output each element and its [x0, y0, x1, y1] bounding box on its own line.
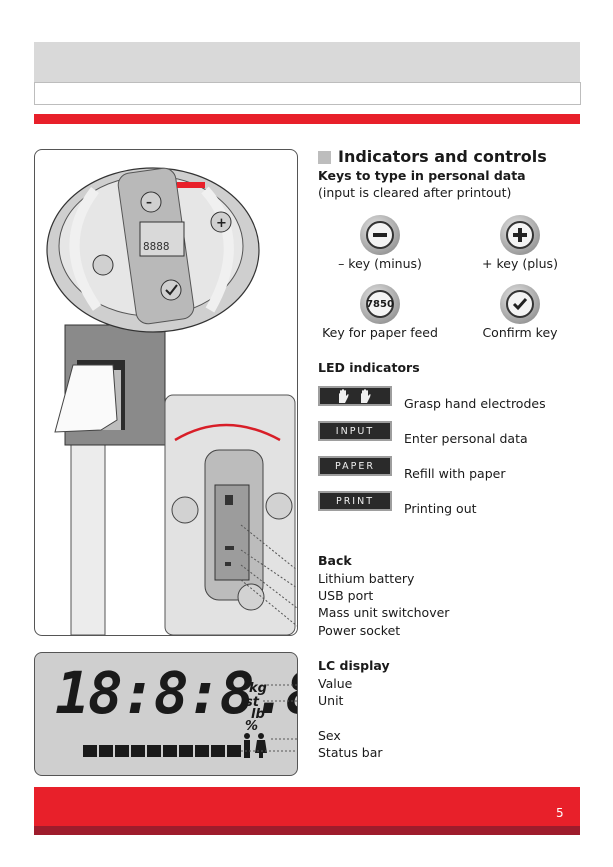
lcd-unit-st: st: [245, 695, 259, 710]
led-input-label: Enter personal data: [404, 431, 528, 446]
back-heading: Back: [318, 553, 352, 568]
led-print: PRINT: [318, 491, 392, 511]
plus-icon: [506, 221, 534, 249]
led-hands: [318, 386, 392, 406]
paper-feed-key[interactable]: 7850: [360, 284, 400, 324]
lcd-digits: 18:8:8.8: [55, 659, 298, 727]
plus-key[interactable]: [500, 215, 540, 255]
plus-key-label: + key (plus): [482, 256, 558, 271]
device-illustration: 8888 – +: [46, 167, 297, 635]
hand-electrodes-icon: [339, 389, 371, 403]
paper-feed-key-label: Key for paper feed: [322, 325, 438, 340]
page-number: 5: [556, 806, 564, 820]
keys-heading: Keys to type in personal data: [318, 168, 526, 183]
footer-dark-band: [34, 826, 580, 835]
lc-display-heading: LC display: [318, 658, 390, 673]
keys-note: (input is cleared after printout): [318, 185, 512, 200]
led-hands-label: Grasp hand electrodes: [404, 396, 546, 411]
led-heading: LED indicators: [318, 360, 420, 375]
lcd-graphics: [83, 684, 297, 758]
led-input: INPUT: [318, 421, 392, 441]
paper-feed-glyph: 7850: [366, 290, 394, 318]
confirm-key[interactable]: [500, 284, 540, 324]
led-print-label: Printing out: [404, 501, 477, 516]
header-red-stripe: [34, 114, 580, 124]
minus-icon: [366, 221, 394, 249]
lc-display-item: Status bar: [318, 745, 383, 760]
lc-display-panel: 18:8:8.8 kg st lb %: [34, 652, 298, 776]
minus-key-label: – key (minus): [338, 256, 422, 271]
lc-display-item: Value: [318, 676, 353, 691]
led-paper: PAPER: [318, 456, 392, 476]
device-illustration-panel: 8888 – +: [34, 149, 298, 636]
footer-red-band: [34, 787, 580, 826]
minus-key[interactable]: [360, 215, 400, 255]
lcd-unit-percent: %: [245, 719, 259, 734]
sex-icon: [244, 733, 267, 758]
svg-text:+: +: [216, 216, 227, 231]
lc-display-item: Sex: [318, 728, 341, 743]
header-box: [34, 82, 581, 105]
section-title: Indicators and controls: [338, 147, 547, 166]
lcd-unit-lb: lb: [251, 707, 265, 722]
section-title-square: [318, 151, 331, 164]
confirm-key-label: Confirm key: [482, 325, 558, 340]
back-item: Mass unit switchover: [318, 605, 450, 620]
svg-text:8888: 8888: [143, 240, 170, 253]
back-item: Lithium battery: [318, 571, 415, 586]
checkmark-icon: [506, 290, 534, 318]
lcd-unit-kg: kg: [249, 681, 267, 696]
header-band: [34, 42, 580, 82]
led-paper-label: Refill with paper: [404, 466, 506, 481]
back-item: USB port: [318, 588, 374, 603]
back-item: Power socket: [318, 623, 401, 638]
svg-text:–: –: [146, 195, 152, 209]
lc-display-item: Unit: [318, 693, 344, 708]
